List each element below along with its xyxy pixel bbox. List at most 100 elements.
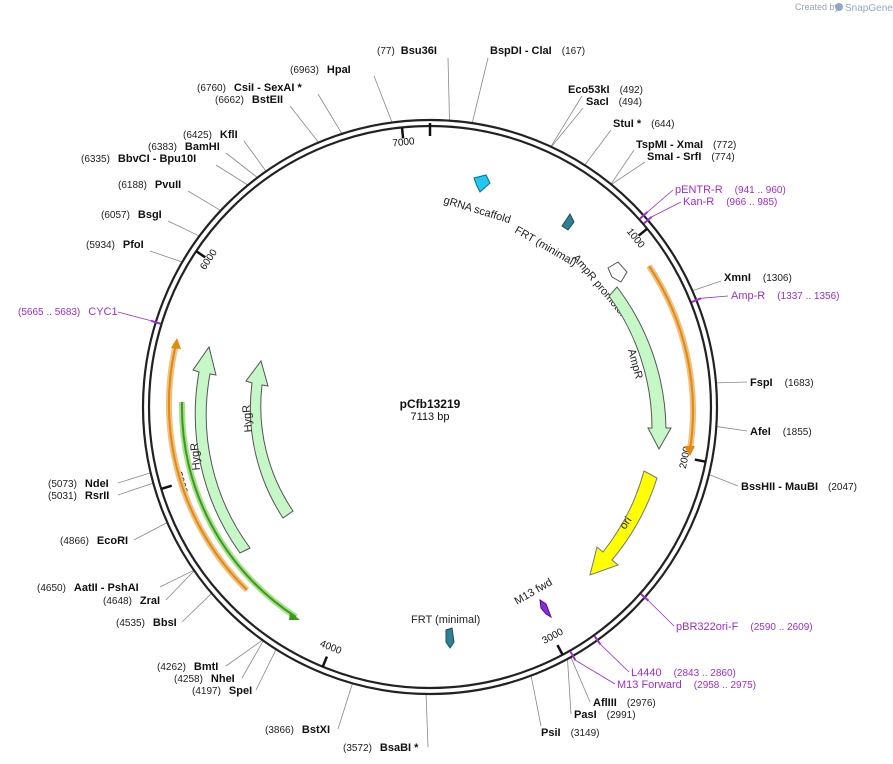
enzyme-stui[interactable]: StuI *(644) — [613, 118, 674, 130]
enzyme-rsrii[interactable]: (5031)RsrII — [48, 490, 109, 502]
enzyme-eco53ki[interactable]: Eco53kI(492) — [568, 84, 643, 96]
leader-line — [187, 190, 221, 211]
leader-line — [225, 152, 258, 178]
label-leader-lines — [117, 57, 748, 748]
feature-hygr-2[interactable] — [245, 359, 294, 519]
enzyme-spei[interactable]: (4197)SpeI — [192, 685, 252, 697]
feature-label-m13-fwd: M13 fwd — [513, 576, 555, 607]
enzyme-kfli[interactable]: (6425)KflI — [183, 129, 238, 141]
enzyme-aatii-pshai[interactable]: (4650)AatII - PshAI — [37, 582, 139, 594]
leader-line — [530, 675, 542, 727]
feature-m13-fwd[interactable] — [539, 598, 552, 619]
enzyme-csii-sexai[interactable]: (6760)CsiI - SexAI * — [197, 82, 302, 94]
primer-leader-line — [117, 311, 152, 322]
tick-mark — [637, 227, 648, 237]
plasmid-name: pCfb13219 — [400, 397, 461, 411]
enzyme-xmni[interactable]: XmnI(1306) — [724, 272, 792, 284]
enzyme-bsgi[interactable]: (6057)BsgI — [101, 209, 162, 221]
primer-pentr-r[interactable]: pENTR-R(941 .. 960) — [675, 184, 786, 196]
primer-cyc1[interactable]: (5665 .. 5683)CYC1 — [18, 306, 118, 318]
leader-line — [317, 93, 343, 135]
tick-label: 6000 — [198, 247, 220, 272]
leader-line — [117, 472, 151, 484]
feature-label-hygr-1: HygR — [189, 442, 203, 471]
enzyme-saci[interactable]: SacI(494) — [586, 96, 642, 108]
enzyme-nhei[interactable]: (4258)NheI — [174, 673, 235, 685]
feature-ampr[interactable] — [608, 286, 672, 451]
enzyme-afliii[interactable]: AflIII(2976) — [593, 697, 656, 709]
feature-label-frt-bottom: FRT (minimal) — [411, 614, 480, 626]
leader-line — [716, 426, 748, 432]
watermark-brand: SnapGene — [845, 3, 893, 14]
leader-line — [225, 639, 263, 667]
enzyme-bsshii-maubi[interactable]: BssHII - MauBI(2047) — [741, 481, 857, 493]
leader-line — [610, 149, 635, 185]
enzyme-bbvci-bpu10i[interactable]: (6335)BbvCI - Bpu10I — [81, 153, 196, 165]
enzyme-psii[interactable]: PsiI(3149) — [541, 727, 599, 739]
primer-leader-line — [600, 643, 630, 673]
tick-label: 4000 — [318, 638, 343, 657]
primer-mark — [640, 593, 650, 602]
enzyme-tspmi-xmai[interactable]: TspMI - XmaI(772) — [636, 139, 736, 151]
leader-line — [708, 474, 739, 487]
enzyme-ndei[interactable]: (5073)NdeI — [48, 478, 109, 490]
feature-hygr-1[interactable] — [192, 345, 251, 554]
enzyme-bmti[interactable]: (4262)BmtI — [157, 661, 218, 673]
primer-m13-forward[interactable]: M13 Forward(2958 .. 2975) — [617, 679, 756, 691]
leader-line — [215, 164, 249, 186]
leader-line — [570, 656, 591, 703]
enzyme-zrai[interactable]: (4648)ZraI — [103, 595, 160, 607]
enzyme-ecori[interactable]: (4866)EcoRI — [60, 535, 128, 547]
enzyme-fspi[interactable]: FspI(1683) — [750, 377, 814, 389]
primer-leader-line — [648, 600, 675, 627]
leader-line — [167, 220, 200, 237]
feature-label-ori: ori — [618, 515, 635, 532]
feature-ori[interactable] — [589, 470, 658, 576]
primer-leader-line — [647, 189, 674, 213]
enzyme-pvuii[interactable]: (6188)PvuII — [118, 179, 181, 191]
enzyme-bsabi[interactable]: (3572)BsaBI * — [343, 742, 419, 754]
enzyme-pfoi[interactable]: (5934)PfoI — [86, 239, 144, 251]
primer-leader-line — [575, 659, 616, 685]
primer-leader-line — [651, 201, 682, 218]
enzyme-hpai[interactable]: (6963)HpaI — [290, 64, 351, 76]
tick-mark — [556, 644, 564, 656]
leader-line — [447, 57, 450, 121]
enzyme-bbsi[interactable]: (4535)BbsI — [116, 617, 177, 629]
primer-leader-line — [700, 295, 729, 299]
feature-grna-scaffold[interactable] — [473, 174, 491, 193]
primer-pbr322ori-f[interactable]: pBR322ori-F(2590 .. 2609) — [676, 621, 813, 633]
enzyme-afei[interactable]: AfeI(1855) — [750, 426, 812, 438]
primer-kan-r[interactable]: Kan-R(966 .. 985) — [683, 196, 777, 208]
feature-label-grna-scaffold: gRNA scaffold — [442, 194, 512, 226]
enzyme-smai-srfi[interactable]: SmaI - SrfI(774) — [647, 151, 735, 163]
leader-line — [611, 161, 646, 185]
orf-green — [180, 401, 297, 618]
leader-line — [149, 250, 183, 263]
enzyme-bamhi[interactable]: (6383)BamHI — [148, 141, 220, 153]
enzyme-bsteii[interactable]: (6662)BstEII — [215, 94, 283, 106]
enzyme-bsu36i[interactable]: (77)Bsu36I — [377, 45, 437, 57]
feature-ampr-promoter[interactable] — [607, 261, 628, 283]
enzyme-pasi[interactable]: PasI(2991) — [574, 709, 636, 721]
leader-line — [243, 140, 267, 172]
plasmid-size: 7113 bp — [411, 411, 450, 423]
feature-frt-bottom[interactable] — [445, 627, 455, 649]
snapgene-logo-icon — [835, 3, 843, 11]
primer-amp-r[interactable]: Amp-R(1337 .. 1356) — [731, 290, 840, 302]
enzyme-labels: (77)Bsu36I BspDI - ClaI(167) Eco53kI(492… — [37, 45, 857, 754]
leader-line — [373, 75, 393, 123]
leader-line — [692, 280, 722, 292]
feature-label-hygr-2: HygR — [241, 404, 255, 433]
primer-l4440[interactable]: L4440(2843 .. 2860) — [631, 667, 736, 679]
enzyme-bstxi[interactable]: (3866)BstXI — [265, 724, 330, 736]
primer-mark — [150, 319, 161, 325]
enzyme-bspdi-clai[interactable]: BspDI - ClaI(167) — [490, 45, 585, 57]
tick-label: 1000 — [624, 226, 647, 251]
tick-mark — [195, 250, 206, 259]
primer-mark — [569, 651, 577, 661]
feature-frt-top[interactable] — [561, 213, 575, 231]
leader-line — [567, 658, 572, 715]
orf-ampr — [648, 265, 694, 451]
tick-mark — [400, 127, 405, 139]
